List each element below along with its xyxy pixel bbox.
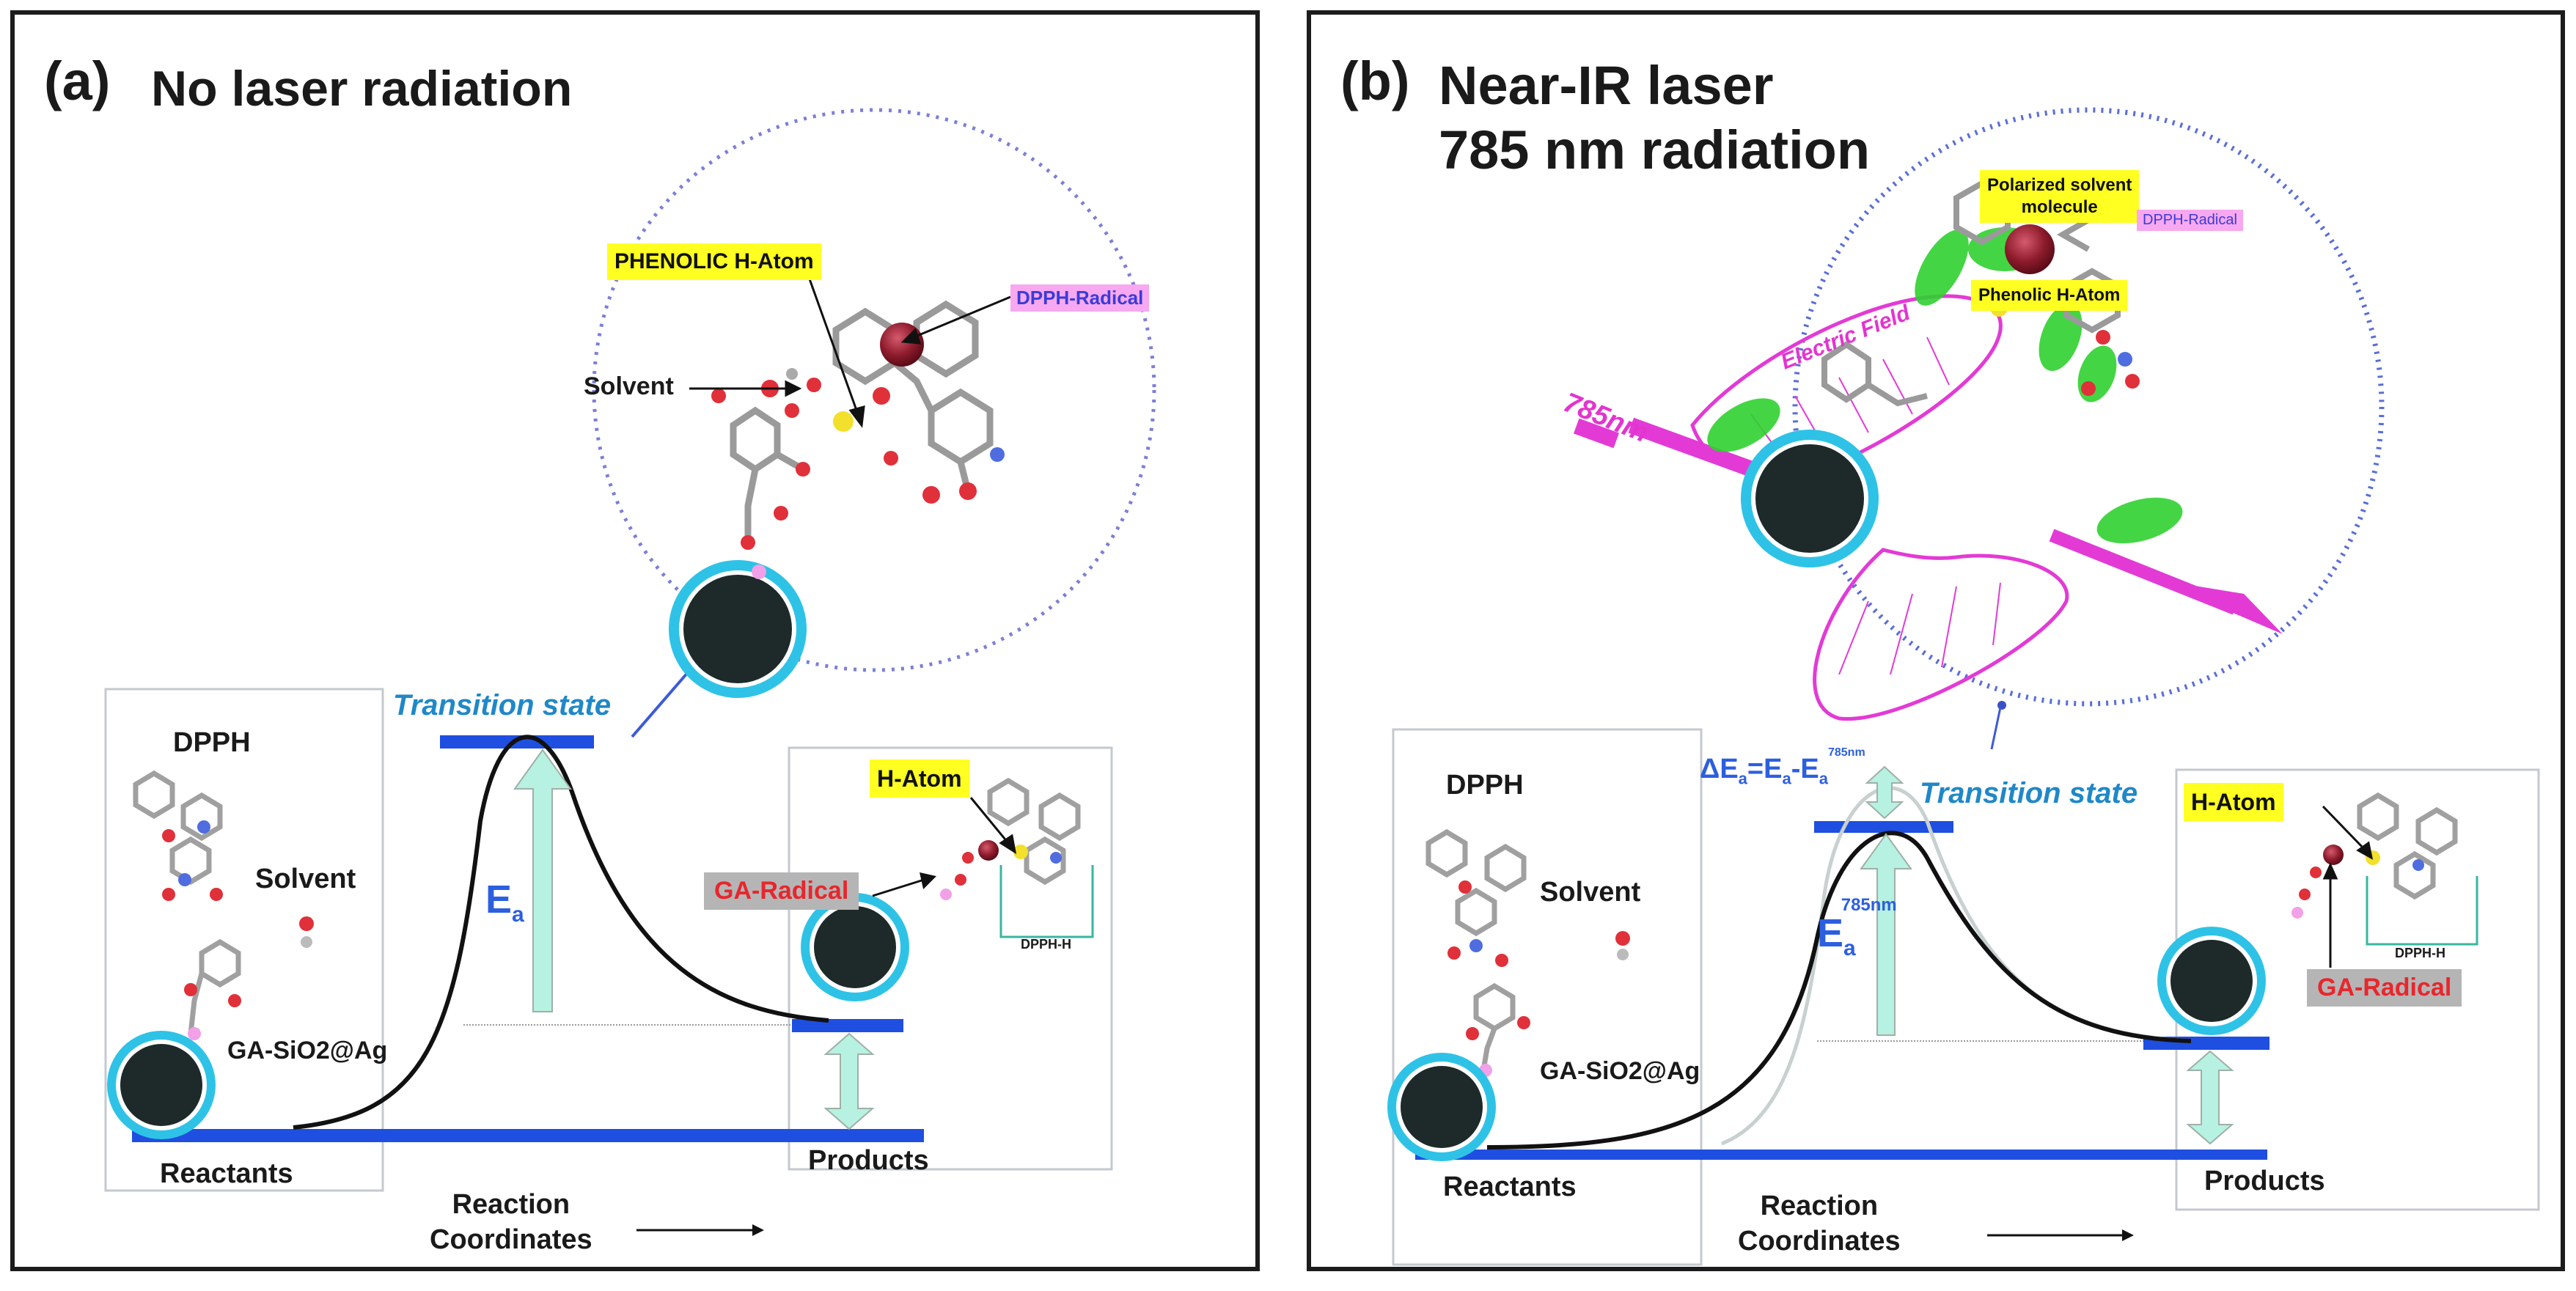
- reaction-curve-original: [1721, 786, 2192, 1146]
- pointer-arrows: [689, 274, 1017, 897]
- nanoparticle-reactant-b: [1387, 1053, 1496, 1161]
- label-ga-sio2-ag-b: GA-SiO2@Ag: [1540, 1057, 1700, 1085]
- molecule-reactant-dpph: [133, 770, 241, 1034]
- label-products-b: Products: [2204, 1166, 2325, 1196]
- transition-state-bar-b: [1814, 821, 1953, 833]
- delta-ea-eq-sub: a: [1782, 769, 1791, 788]
- ea-main: E: [485, 878, 513, 922]
- ea-785-main: E: [1817, 911, 1844, 955]
- label-reaction-coordinates: Reaction Coordinates: [430, 1189, 592, 1255]
- delta-ea-minus-sub: a: [1819, 769, 1828, 788]
- label-solvent-b: Solvent: [1540, 877, 1641, 908]
- molecule-reactant-atoms: [162, 820, 314, 1040]
- label-ea: Ea: [485, 877, 524, 927]
- nanoparticle-product: [801, 893, 909, 1001]
- label-solvent-zoom: Solvent: [584, 372, 674, 400]
- molecule-product-atoms-b: [2291, 845, 2424, 919]
- dpph-h-cup: [999, 865, 1094, 938]
- nanoparticle-zoom: [669, 560, 807, 698]
- label-transition-state: Transition state: [393, 689, 612, 721]
- label-ea-785: Ea 785nm: [1817, 895, 1912, 961]
- panel-b-title-line1: Near-IR laser: [1439, 55, 1774, 116]
- nanoparticle-product-b: [2157, 927, 2266, 1035]
- molecule-product-atoms: [940, 840, 1062, 900]
- label-dpph-radical-b: DPPH-Radical: [2137, 210, 2243, 231]
- panel-b-graphics: [1387, 107, 2540, 1266]
- ea-785-sup: 785nm: [1841, 895, 1897, 915]
- molecule-product-b: [2357, 792, 2458, 900]
- nanoparticle-zoom-b: [1741, 430, 1879, 567]
- panel-a: (a) No laser radiation PHENOLIC H-Atom D…: [10, 10, 1260, 1271]
- molecule-zoom-atoms-b: [1990, 224, 2140, 396]
- dpph-h-cup-b: [2366, 876, 2478, 946]
- label-reactants: Reactants: [160, 1158, 293, 1189]
- label-dpph-h-b: DPPH-H: [2395, 946, 2446, 960]
- label-ga-sio2-ag: GA-SiO2@Ag: [227, 1037, 388, 1064]
- label-h-atom-b: H-Atom: [2184, 783, 2283, 821]
- label-solvent: Solvent: [255, 864, 356, 894]
- reactants-box-b: [1392, 728, 1703, 1266]
- ea-785-sub: a: [1843, 935, 1856, 960]
- nanoparticle-reactant: [107, 1031, 216, 1139]
- products-box: [788, 746, 1113, 1171]
- panel-a-title: No laser radiation: [151, 61, 573, 117]
- zoom-connector-b: [1990, 707, 2002, 750]
- panel-a-graphics: [104, 108, 1156, 1236]
- label-transition-state-b: Transition state: [1920, 777, 2138, 809]
- delta-ea-sup: 785nm: [1827, 746, 1865, 759]
- delta-ea-sub: a: [1738, 769, 1747, 788]
- label-polarized-solvent: Polarized solvent molecule: [1980, 170, 2140, 223]
- reactant-level-bar-b: [1415, 1150, 2267, 1160]
- delta-ea-minus: -E: [1791, 754, 1819, 784]
- label-reactants-b: Reactants: [1443, 1172, 1577, 1202]
- delta-ea-arrow: [1865, 765, 1904, 820]
- label-dpph-radical: DPPH-Radical: [1010, 284, 1150, 312]
- zoom-circle-b: [1792, 107, 2385, 707]
- label-products: Products: [808, 1145, 929, 1176]
- delta-ea-main: ΔE: [1700, 754, 1739, 784]
- label-ga-radical: GA-Radical: [704, 872, 859, 910]
- label-delta-ea: ΔEa=Ea-Ea785nm: [1700, 746, 1865, 789]
- product-gap-arrow: [823, 1032, 875, 1130]
- label-ga-radical-b: GA-Radical: [2307, 969, 2462, 1007]
- ea-arrow: [513, 749, 572, 1012]
- label-phenolic-h-atom-b: Phenolic H-Atom: [1971, 280, 2128, 311]
- label-dpph: DPPH: [173, 727, 251, 758]
- zoom-circle: [592, 108, 1156, 672]
- molecule-product: [987, 777, 1081, 886]
- label-h-atom: H-Atom: [870, 759, 969, 798]
- label-phenolic-h-atom: PHENOLIC H-Atom: [607, 243, 821, 280]
- panel-b-title-line2: 785 nm radiation: [1439, 119, 1871, 180]
- panel-b-letter: (b): [1340, 51, 1410, 111]
- panel-b: (b) Near-IR laser 785 nm radiation Polar…: [1307, 10, 2565, 1271]
- reaction-curve-b: [1486, 831, 2192, 1150]
- molecule-reactant-b: [1425, 828, 1527, 1071]
- delta-ea-eq: =E: [1747, 754, 1783, 784]
- product-level-bar: [792, 1019, 903, 1032]
- reactants-box: [104, 688, 384, 1192]
- reactant-level-bar: [132, 1129, 924, 1142]
- label-dpph-h: DPPH-H: [1021, 937, 1072, 952]
- panel-a-letter: (a): [44, 51, 111, 111]
- reaction-curve: [293, 735, 829, 1130]
- product-gap-arrow-b: [2186, 1050, 2234, 1145]
- zoom-connector: [631, 664, 695, 738]
- laser-beam: [1573, 417, 2283, 634]
- molecule-reactant-atoms-b: [1447, 880, 1630, 1077]
- label-reaction-coordinates-b: Reaction Coordinates: [1738, 1191, 1901, 1257]
- label-dpph-b: DPPH: [1446, 770, 1524, 801]
- ea-arrow-b: [1860, 833, 1912, 1036]
- ea-sub: a: [512, 902, 524, 927]
- molecule-zoom-atoms: [711, 323, 1005, 579]
